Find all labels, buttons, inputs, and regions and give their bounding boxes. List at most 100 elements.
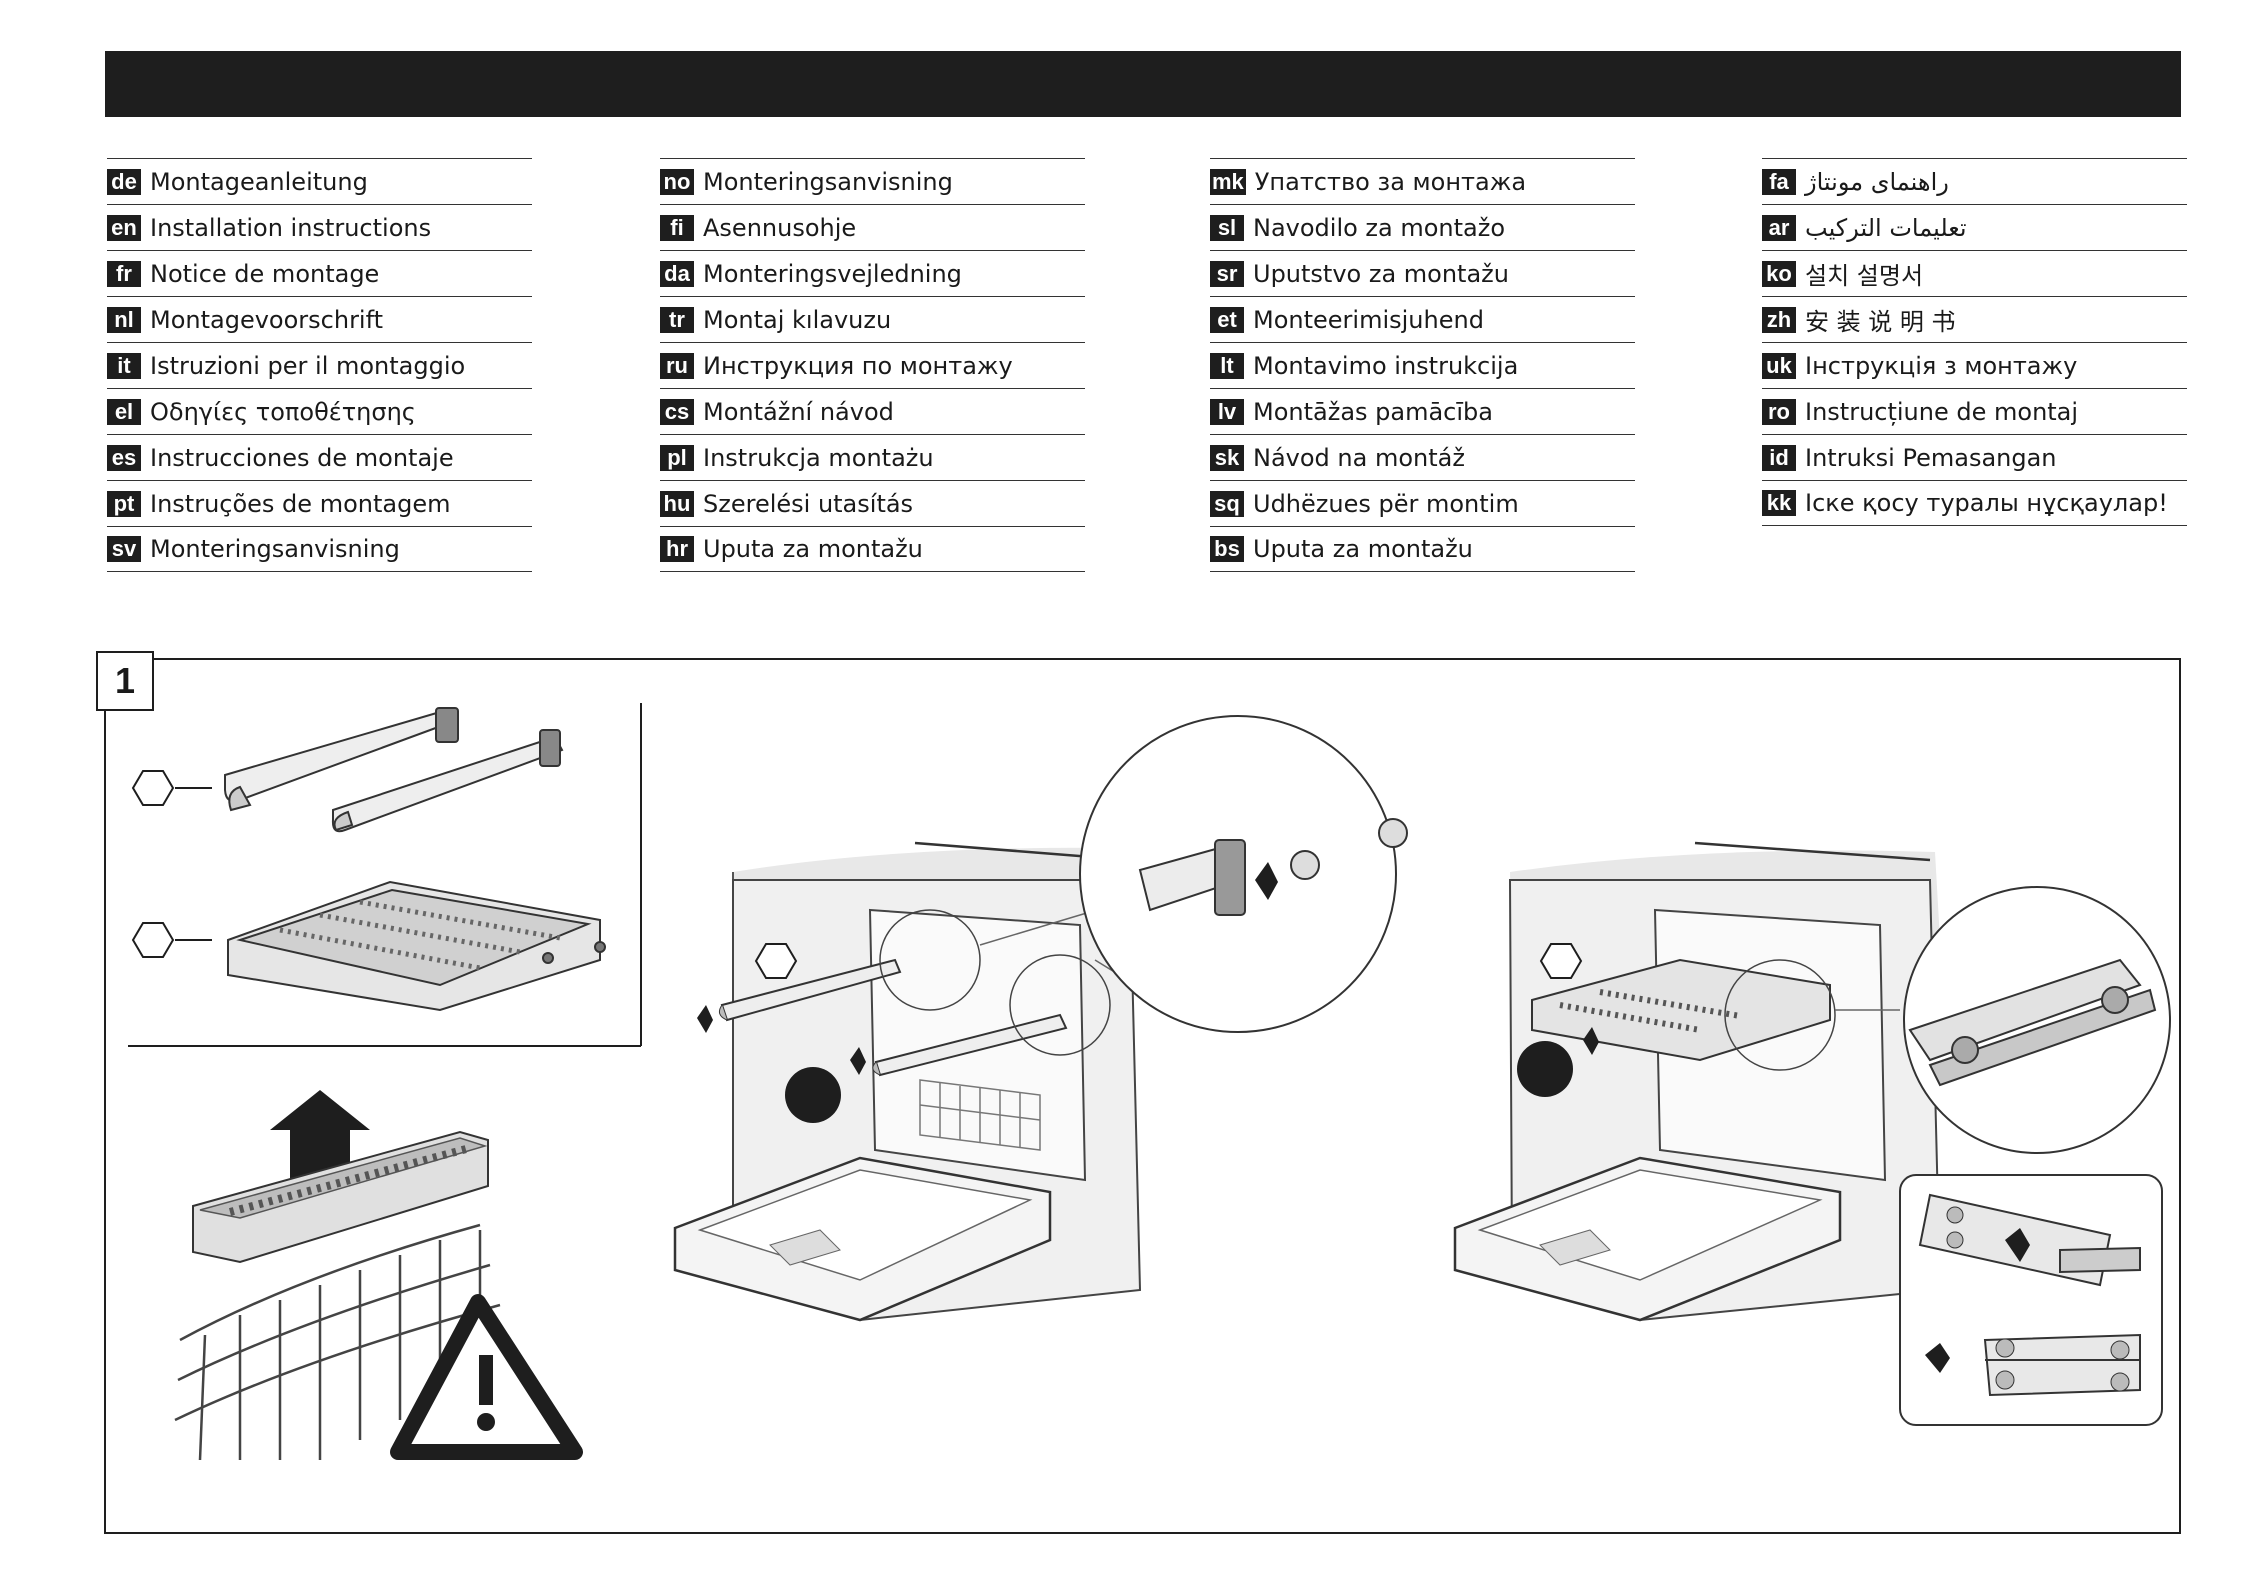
language-row-ko: ko 설치 설명서 — [1762, 250, 2187, 296]
arrow-right-icon — [1925, 1343, 1950, 1373]
cutlery-tray-icon — [227, 880, 606, 1012]
language-title: Szerelési utasítás — [703, 489, 914, 518]
language-code-badge: lv — [1210, 398, 1244, 425]
language-title: Instrucciones de montaje — [150, 443, 454, 472]
language-title: Uputa za montažu — [703, 535, 923, 563]
part-hexagon-icon — [754, 943, 798, 979]
language-code-badge: tr — [660, 306, 694, 333]
language-code-badge: bs — [1210, 536, 1244, 562]
warning-icon — [390, 1294, 583, 1460]
arrow-right-icon — [1583, 1027, 1599, 1055]
language-row-zh: zh 安 装 说 明 书 — [1762, 296, 2187, 342]
language-code-badge: ro — [1762, 398, 1796, 425]
language-row-sq: sq Udhëzues për montim — [1210, 480, 1635, 526]
language-title: 安 装 说 明 书 — [1805, 308, 1956, 336]
language-title: Intruksi Pemasangan — [1805, 443, 2057, 472]
language-title: Uputstvo za montažu — [1253, 259, 1509, 288]
dishwasher-tray-install-illustration — [1453, 841, 2171, 1426]
language-title: Инструкция по монтажу — [703, 351, 1013, 380]
step-number: 1 — [96, 651, 154, 711]
language-title: 설치 설명서 — [1805, 262, 1924, 290]
language-row-sr: sr Uputstvo za montažu — [1210, 250, 1635, 296]
language-code-badge: sr — [1210, 260, 1244, 287]
language-code-badge: it — [107, 352, 141, 379]
language-row-ru: ru Инструкция по монтажу — [660, 342, 1085, 388]
language-title: Instruções de montagem — [150, 489, 451, 518]
language-code-badge: ar — [1762, 214, 1796, 241]
language-code-badge: fr — [107, 260, 141, 287]
arrow-right-icon — [697, 1005, 713, 1033]
language-code-badge: cs — [660, 398, 694, 425]
language-title: Monteerimisjuhend — [1253, 305, 1484, 334]
language-row-tr: tr Montaj kılavuzu — [660, 296, 1085, 342]
language-code-badge: zh — [1762, 306, 1796, 333]
language-code-badge: pt — [107, 490, 141, 517]
language-code-badge: hr — [660, 536, 694, 562]
language-row-pl: pl Instrukcja montażu — [660, 434, 1085, 480]
language-code-badge: lt — [1210, 352, 1244, 379]
language-title: Notice de montage — [150, 259, 380, 288]
part-hexagon-icon — [131, 770, 175, 806]
language-code-badge: el — [107, 398, 141, 425]
language-title: Udhëzues për montim — [1253, 489, 1519, 518]
language-row-ro: ro Instrucțiune de montaj — [1762, 388, 2187, 434]
language-row-kk: kk Іске қосу туралы нұсқаулар! — [1762, 480, 2187, 526]
header-bar — [105, 51, 2181, 117]
language-title: Istruzioni per il montaggio — [150, 351, 466, 380]
language-row-hr: hr Uputa za montažu — [660, 526, 1085, 572]
language-code-badge: fa — [1762, 168, 1796, 195]
language-row-sv: sv Monteringsanvisning — [107, 526, 532, 572]
language-title: Installation instructions — [150, 213, 432, 242]
language-code-badge: ru — [660, 352, 694, 379]
language-row-en: en Installation instructions — [107, 204, 532, 250]
language-title: Montagevoorschrift — [150, 305, 384, 334]
language-title: Instrukcja montażu — [703, 443, 934, 472]
language-code-badge: mk — [1210, 168, 1246, 195]
language-code-badge: sv — [107, 536, 141, 562]
arrow-right-icon — [1255, 862, 1278, 900]
language-code-badge: sq — [1210, 490, 1244, 517]
language-code-badge: no — [660, 168, 694, 195]
part-circle-icon — [1517, 1041, 1573, 1097]
language-code-badge: es — [107, 444, 141, 471]
part-circle-icon — [785, 1067, 841, 1123]
language-title: Montaj kılavuzu — [703, 305, 892, 334]
language-title: Montageanleitung — [150, 167, 368, 196]
language-code-badge: fi — [660, 214, 694, 241]
language-title: Instrucțiune de montaj — [1805, 397, 2079, 426]
language-row-id: id Intruksi Pemasangan — [1762, 434, 2187, 480]
rails-icon — [224, 707, 564, 833]
language-row-lv: lv Montāžas pamācība — [1210, 388, 1635, 434]
part-hexagon-icon — [1539, 943, 1583, 979]
language-title: راهنمای مونتاژ — [1805, 167, 1949, 196]
language-code-badge: pl — [660, 444, 694, 471]
arrow-right-icon — [850, 1047, 866, 1075]
remove-tray-illustration — [174, 1090, 583, 1461]
language-title: Asennusohje — [703, 213, 857, 242]
language-title: Montavimo instrukcija — [1253, 351, 1519, 380]
language-code-badge: uk — [1762, 352, 1796, 379]
language-row-no: no Monteringsanvisning — [660, 158, 1085, 204]
part-hexagon-icon — [131, 922, 175, 958]
language-code-badge: en — [107, 214, 141, 241]
language-title: Monteringsanvisning — [703, 167, 953, 196]
language-code-badge: id — [1762, 444, 1796, 471]
language-code-badge: kk — [1762, 490, 1796, 516]
language-code-badge: nl — [107, 306, 141, 333]
language-title: Monteringsanvisning — [150, 535, 400, 563]
language-row-fr: fr Notice de montage — [107, 250, 532, 296]
language-title: Montāžas pamācība — [1253, 397, 1493, 426]
language-title: Іске қосу туралы нұсқаулар! — [1805, 489, 2168, 517]
language-row-fi: fi Asennusohje — [660, 204, 1085, 250]
language-code-badge: ko — [1762, 260, 1796, 287]
